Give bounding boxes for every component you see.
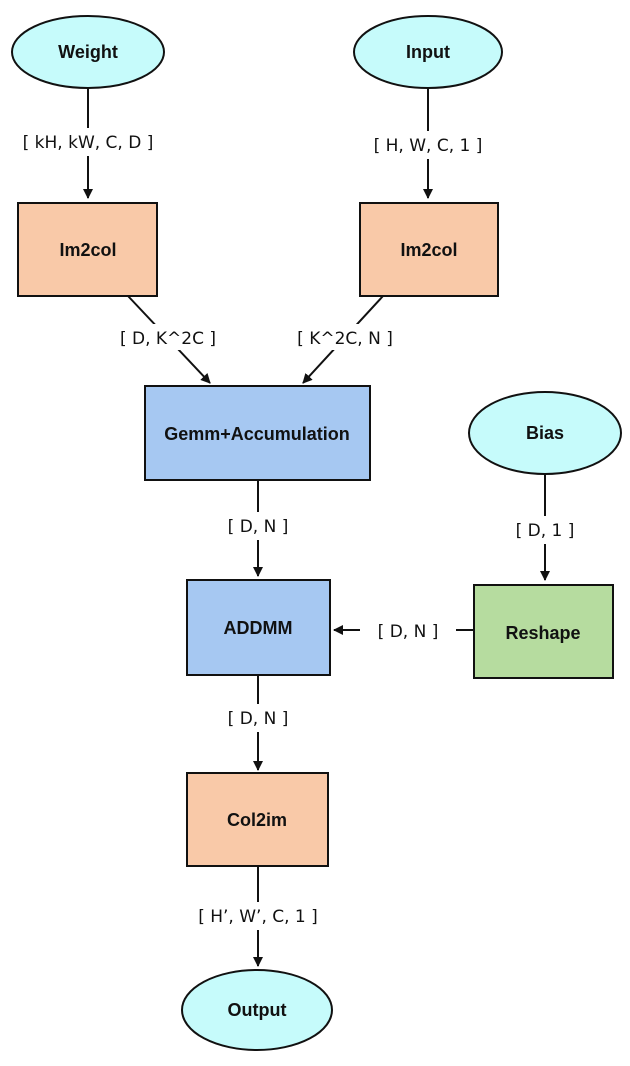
reshape-node [473,584,614,679]
input-label: Input [406,42,450,62]
edge-label-bg [106,324,230,350]
edge-label-reshape-addmm: [ D, N ] [378,622,439,642]
edge-label-im2col-right-gemm: [ K^2C, N ] [297,329,393,349]
edge-label-bg [360,617,456,645]
edge-label-gemm-addmm: [ D, N ] [228,517,289,537]
edge-label-bias-reshape: [ D, 1 ] [516,521,575,541]
edge-label-col2im-output: [ H’, W’, C, 1 ] [198,907,318,927]
edge-label-input-im2col: [ H, W, C, 1 ] [374,136,483,156]
im2col-left-node [17,202,158,297]
edge-label-bg [174,902,342,930]
im2col-left-label: Im2col [59,240,116,260]
bias-label: Bias [526,423,564,443]
reshape-label: Reshape [505,623,580,643]
edge-label-weight-im2col: [ kH, kW, C, D ] [23,133,154,153]
edge-label-bg [355,131,501,159]
gemm-accumulation-node [144,385,371,481]
gemm-accumulation-label: Gemm+Accumulation [164,424,350,444]
edge-label-addmm-col2im: [ D, N ] [228,709,289,729]
edge-label-bg [208,512,308,540]
im2col-right-label: Im2col [400,240,457,260]
edge-label-bg [208,704,308,732]
edge-label-bg [3,128,173,156]
addmm-label: ADDMM [224,618,293,638]
edge-label-bg [498,516,592,544]
col2im-node [186,772,329,867]
addmm-node [186,579,331,676]
edge-label-bg [282,324,408,350]
weight-node [11,15,165,89]
col2im-label: Col2im [227,810,287,830]
bias-node [468,391,622,475]
output-node [181,969,333,1051]
weight-label: Weight [58,42,118,62]
im2col-right-node [359,202,499,297]
input-node [353,15,503,89]
output-label: Output [228,1000,287,1020]
edge-label-im2col-left-gemm: [ D, K^2C ] [120,329,216,349]
